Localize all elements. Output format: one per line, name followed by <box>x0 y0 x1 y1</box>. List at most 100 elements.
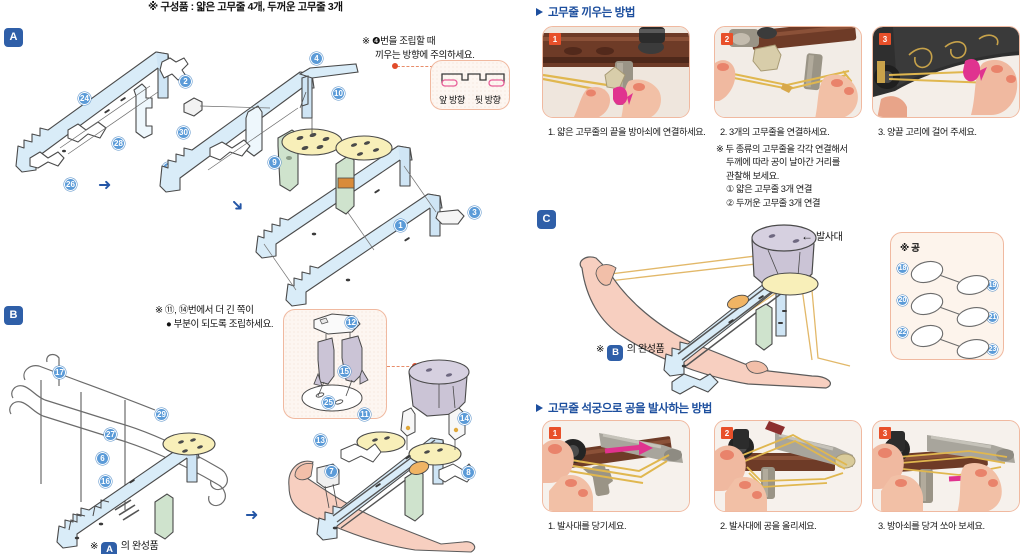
part-number-25: 25 <box>322 396 335 409</box>
shooting-photo-2-image <box>715 421 861 511</box>
shooting-photo-3: 3 <box>872 420 1020 512</box>
part-number-7: 7 <box>325 465 338 478</box>
part-number-9: 9 <box>268 156 281 169</box>
panel-b-result-label: ※ A 의 완성품 <box>90 537 159 554</box>
panel-badge-b: B <box>5 307 22 324</box>
part-number-13: 13 <box>314 434 327 447</box>
rubber-band-photo-1: 1 <box>542 26 690 118</box>
components-note: ※ 구성품 : 얇은 고무줄 4개, 두꺼운 고무줄 3개 <box>148 1 343 13</box>
ball-pair-row-2: 20 21 <box>895 292 1001 327</box>
part-number-17: 17 <box>53 366 66 379</box>
panel-a-step1-drawing <box>15 51 189 173</box>
part-number-27: 27 <box>104 428 117 441</box>
direction-back-label: 뒷 방향 <box>474 95 501 105</box>
part-number-1: 1 <box>394 219 407 232</box>
section-heading-rubber-band-text: 고무줄 끼우는 방법 <box>548 7 636 19</box>
rubber-band-photo-1-image <box>543 27 689 117</box>
shooting-step-tag-2: 2 <box>721 427 733 439</box>
rubber-band-subnote-line1: ※ 두 종류의 고무줄을 각각 연결해서 <box>716 144 848 154</box>
shooting-caption-1: 1. 발사대를 당기세요. <box>548 521 627 531</box>
part-number-2: 2 <box>179 75 192 88</box>
shooting-illustration-1 <box>543 421 689 511</box>
part-number-24: 24 <box>78 92 91 105</box>
flow-arrow-a1: ➜ <box>98 177 112 194</box>
shooting-caption-3: 3. 방아쇠를 당겨 쏘아 보세요. <box>878 521 985 531</box>
rubber-band-subnote: ※ 두 종류의 고무줄을 각각 연결해서 두께에 따라 공이 날아간 거리를 관… <box>716 143 848 210</box>
rubber-band-photo-2-image <box>715 27 861 117</box>
rubber-band-step-tag-2: 2 <box>721 33 733 45</box>
panel-b-note-line2: ● 부분이 되도록 조립하세요. <box>166 319 274 330</box>
rubber-band-caption-3: 3. 양끝 고리에 걸어 주세요. <box>878 127 977 137</box>
rubber-band-photo-3-image <box>873 27 1019 117</box>
panel-badge-a: A <box>5 29 22 46</box>
panel-c-result-suffix: 의 완성품 <box>626 344 665 355</box>
part-number-28: 28 <box>112 137 125 150</box>
panel-a-note-line1: ※ ❹번을 조립할 때 <box>362 36 436 47</box>
shooting-photo-1: 1 <box>542 420 690 512</box>
launcher-label: 발사대 <box>816 232 843 243</box>
panel-a-leader-line <box>397 66 433 67</box>
photo-illustration-3 <box>873 27 1019 117</box>
triangle-bullet-icon <box>536 8 543 16</box>
panel-c-result-ref: B <box>608 345 623 360</box>
rubber-band-photo-2: 2 <box>714 26 862 118</box>
panel-b-note-line1: ※ ⑪, ⑭번에서 더 긴 쪽이 <box>155 305 254 316</box>
part-number-6: 6 <box>96 452 109 465</box>
part-number-12: 12 <box>345 316 358 329</box>
shooting-photo-3-image <box>873 421 1019 511</box>
ball-callout-title: ※ 공 <box>900 243 920 254</box>
part-number-10: 10 <box>332 87 345 100</box>
ball-callout-box: ※ 공 18 19 20 21 22 23 <box>890 232 1004 360</box>
section-heading-shooting: 고무줄 석궁으로 공을 발사하는 방법 <box>536 400 712 416</box>
direction-diagram <box>441 73 505 87</box>
part-number-30: 30 <box>177 126 190 139</box>
direction-front-label: 앞 방향 <box>439 95 465 105</box>
panel-b-inset-callout <box>283 309 387 419</box>
panel-c-drawing <box>579 224 851 395</box>
rubber-band-step-tag-3: 3 <box>879 33 891 45</box>
ball-pair-row-1: 18 19 <box>895 260 1001 295</box>
panel-badge-c: C <box>538 211 555 228</box>
ball-pair-icon-2 <box>910 292 990 327</box>
rubber-band-subnote-line4: ① 얇은 고무줄 3개 연결 <box>726 184 812 195</box>
rubber-band-step-tag-1: 1 <box>549 33 561 45</box>
launcher-label-group: ← 발사대 <box>801 228 843 244</box>
panel-a-step2-drawing <box>159 63 359 193</box>
ball-number-20: 20 <box>897 295 908 306</box>
panel-b-step1-drawing <box>9 353 228 549</box>
shooting-photo-2: 2 <box>714 420 862 512</box>
section-heading-shooting-text: 고무줄 석궁으로 공을 발사하는 방법 <box>548 403 712 415</box>
ball-number-18: 18 <box>897 263 908 274</box>
panel-b-result-ref: A <box>102 542 117 554</box>
shooting-step-tag-1: 1 <box>549 427 561 439</box>
ball-number-22: 22 <box>897 327 908 338</box>
rubber-band-subnote-line2: 두께에 따라 공이 날아간 거리를 <box>726 157 840 168</box>
part-number-15: 15 <box>338 365 351 378</box>
ball-pair-row-3: 22 23 <box>895 324 1001 359</box>
part-number-26: 26 <box>64 178 77 191</box>
shooting-illustration-2 <box>715 421 861 511</box>
section-heading-rubber-band: 고무줄 끼우는 방법 <box>536 4 635 20</box>
triangle-bullet-icon-2 <box>536 404 543 412</box>
panel-b-result-suffix: 의 완성품 <box>120 541 159 552</box>
shooting-illustration-3 <box>873 421 1019 511</box>
flow-arrow-b: ➜ <box>245 507 259 524</box>
part-number-4: 4 <box>310 52 323 65</box>
ball-pair-icon-1 <box>910 260 990 295</box>
part-number-11: 11 <box>358 408 371 421</box>
launcher-arrow-icon: ← <box>801 228 813 243</box>
panel-b-step2-drawing <box>288 359 476 553</box>
panel-b-leader-line <box>387 366 414 367</box>
shooting-caption-2: 2. 발사대에 공을 올리세요. <box>720 521 817 531</box>
rubber-band-subnote-line3: 관찰해 보세요. <box>726 170 779 181</box>
part-number-3: 3 <box>468 206 481 219</box>
part-number-14: 14 <box>458 412 471 425</box>
shooting-step-tag-3: 3 <box>879 427 891 439</box>
panel-c-result-label: ※ B 의 완성품 <box>596 340 665 360</box>
panel-a-direction-callout: 앞 방향 뒷 방향 <box>430 60 510 110</box>
panel-c-result-prefix: ※ <box>596 344 604 355</box>
shooting-photo-1-image <box>543 421 689 511</box>
part-number-29: 29 <box>155 408 168 421</box>
rubber-band-caption-1: 1. 얇은 고무줄의 끝을 방아쇠에 연결하세요. <box>548 127 706 137</box>
ball-pair-icon-3 <box>910 324 990 359</box>
